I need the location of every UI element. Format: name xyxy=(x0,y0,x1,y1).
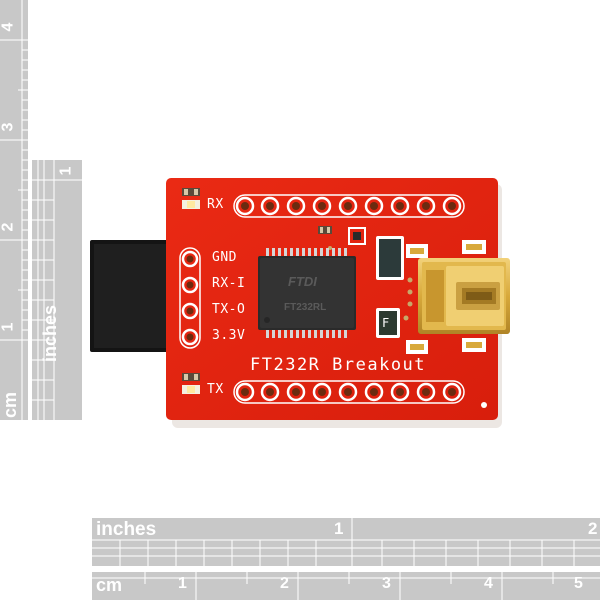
tx-label: TX xyxy=(207,382,224,397)
pin-label-rx-i: RX-I xyxy=(212,276,246,291)
horizontal-cm-ruler xyxy=(92,572,600,600)
chip-brand-marking: FTDI xyxy=(288,274,317,289)
pin-label-3v3: 3.3V xyxy=(212,328,246,343)
top-pin-row xyxy=(233,194,465,218)
horizontal-inches-number: 2 xyxy=(588,519,598,538)
capacitor xyxy=(379,239,401,277)
horizontal-cm-number: 4 xyxy=(484,575,493,592)
fuse-label: F xyxy=(382,316,390,330)
tx-led xyxy=(182,373,200,394)
horizontal-cm-unit-label: cm xyxy=(96,575,123,595)
horizontal-inches-number: 1 xyxy=(334,519,344,538)
horizontal-cm-number: 2 xyxy=(280,575,289,592)
horizontal-cm-number: 5 xyxy=(574,575,583,592)
fuse xyxy=(379,311,397,335)
rx-led xyxy=(182,188,200,209)
side-pin-column xyxy=(179,247,201,349)
pin-label-gnd: GND xyxy=(212,250,237,265)
rx-label: RX xyxy=(207,197,224,212)
horizontal-inches-ruler xyxy=(92,518,600,566)
chip-model-marking: FT232RL xyxy=(284,302,327,313)
usb-mini-connector xyxy=(418,258,510,334)
ft232r-chip xyxy=(258,248,356,338)
vertical-inches-ruler xyxy=(32,160,82,420)
pin-label-tx-o: TX-O xyxy=(212,302,246,317)
bottom-pin-row xyxy=(233,380,465,404)
horizontal-cm-number: 3 xyxy=(382,575,391,592)
horizontal-cm-number: 1 xyxy=(178,575,187,592)
horizontal-inches-unit-label: inches xyxy=(96,519,157,540)
board-title: FT232R Breakout xyxy=(250,355,427,375)
